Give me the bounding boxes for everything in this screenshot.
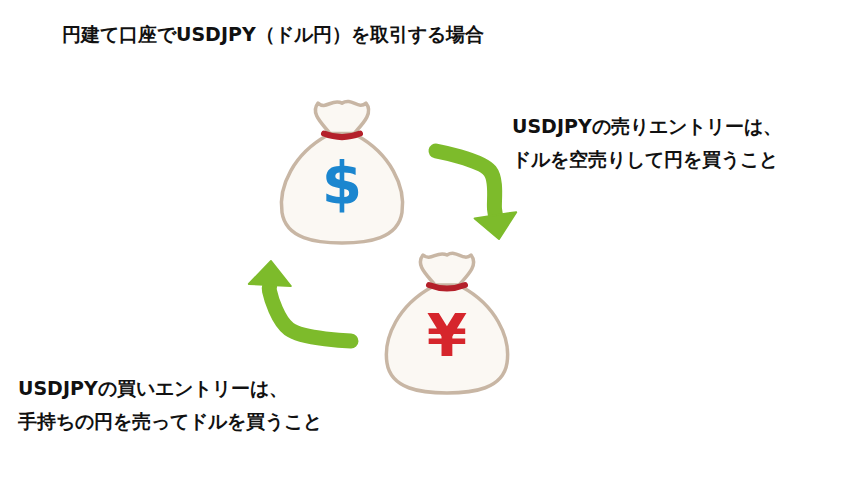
arrow-head <box>249 261 291 286</box>
arrow-shaft <box>436 151 495 215</box>
currency-symbol: ¥ <box>377 307 517 365</box>
curved-arrow <box>249 261 351 341</box>
bag-top <box>315 101 368 133</box>
money-bag-node: $ <box>272 93 412 245</box>
diagram-title: 円建て口座でUSDJPY（ドル円）を取引する場合 <box>62 22 484 48</box>
bag-tie <box>324 134 360 138</box>
money-bag-node: ¥ <box>377 245 517 395</box>
bag-tie <box>429 285 465 289</box>
edge-label: USDJPYの買いエントリーは、 手持ちの円を売ってドルを買うこと <box>18 372 383 439</box>
arrow-head <box>475 212 517 239</box>
curved-arrow <box>436 151 516 239</box>
currency-symbol: $ <box>272 155 412 213</box>
edge-label: USDJPYの売りエントリーは、 ドルを空売りして円を買うこと <box>512 110 847 177</box>
arrow-shaft <box>269 285 351 341</box>
bag-top <box>420 253 473 285</box>
